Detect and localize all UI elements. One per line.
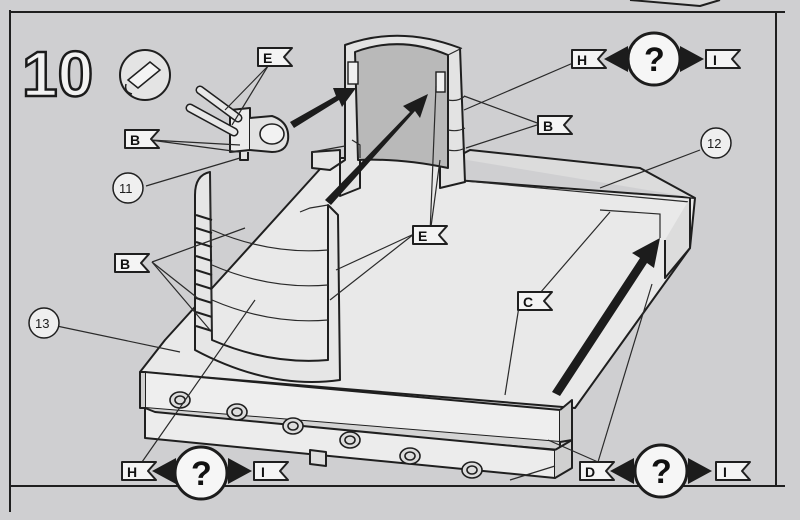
flag-c: C — [517, 291, 553, 311]
front-beam-part-13 — [139, 371, 573, 479]
back-tower — [311, 34, 466, 197]
option-d-or-i-bottom: D ? I — [579, 443, 751, 499]
leader-lines — [51, 59, 701, 481]
svg-text:E: E — [263, 50, 272, 66]
glue-icon — [119, 49, 171, 101]
peg-part-11 — [185, 85, 290, 161]
svg-text:?: ? — [644, 41, 665, 79]
flag-b-middle: B — [114, 253, 150, 273]
option-h-or-i-top: H ? I — [571, 31, 741, 87]
flag-e-middle: E — [412, 225, 448, 245]
svg-text:13: 13 — [35, 316, 49, 331]
svg-text:I: I — [713, 52, 717, 68]
step-number: 10 — [22, 38, 93, 110]
arrow-wall-to-tower — [325, 94, 428, 205]
arrow-peg-to-tower — [290, 88, 356, 128]
svg-text:I: I — [261, 464, 265, 480]
svg-text:B: B — [120, 256, 130, 272]
svg-text:11: 11 — [119, 181, 133, 196]
assembly-arrows — [290, 88, 660, 396]
arrow-beam-to-base — [552, 238, 660, 396]
flag-b-upper: B — [124, 129, 160, 149]
callout-part-12: 12 — [700, 127, 732, 159]
option-h-or-i-bottom: H ? I — [121, 445, 289, 501]
callout-part-11: 11 — [112, 172, 144, 204]
svg-text:?: ? — [651, 453, 672, 491]
svg-text:?: ? — [191, 455, 212, 493]
wall-ribs — [195, 214, 213, 332]
svg-text:B: B — [543, 118, 553, 134]
flag-b-right: B — [537, 115, 573, 135]
svg-text:12: 12 — [707, 136, 721, 151]
prev-panel-corner — [629, 0, 721, 7]
svg-text:C: C — [523, 294, 533, 310]
flag-e-top: E — [257, 47, 293, 67]
callout-part-13: 13 — [28, 307, 60, 339]
base-plate-part-12 — [139, 149, 696, 409]
svg-text:I: I — [723, 464, 727, 480]
svg-text:H: H — [577, 52, 587, 68]
peg-holes — [169, 391, 483, 479]
svg-text:E: E — [418, 228, 427, 244]
svg-text:H: H — [127, 464, 137, 480]
svg-text:B: B — [130, 132, 140, 148]
svg-text:D: D — [585, 464, 595, 480]
